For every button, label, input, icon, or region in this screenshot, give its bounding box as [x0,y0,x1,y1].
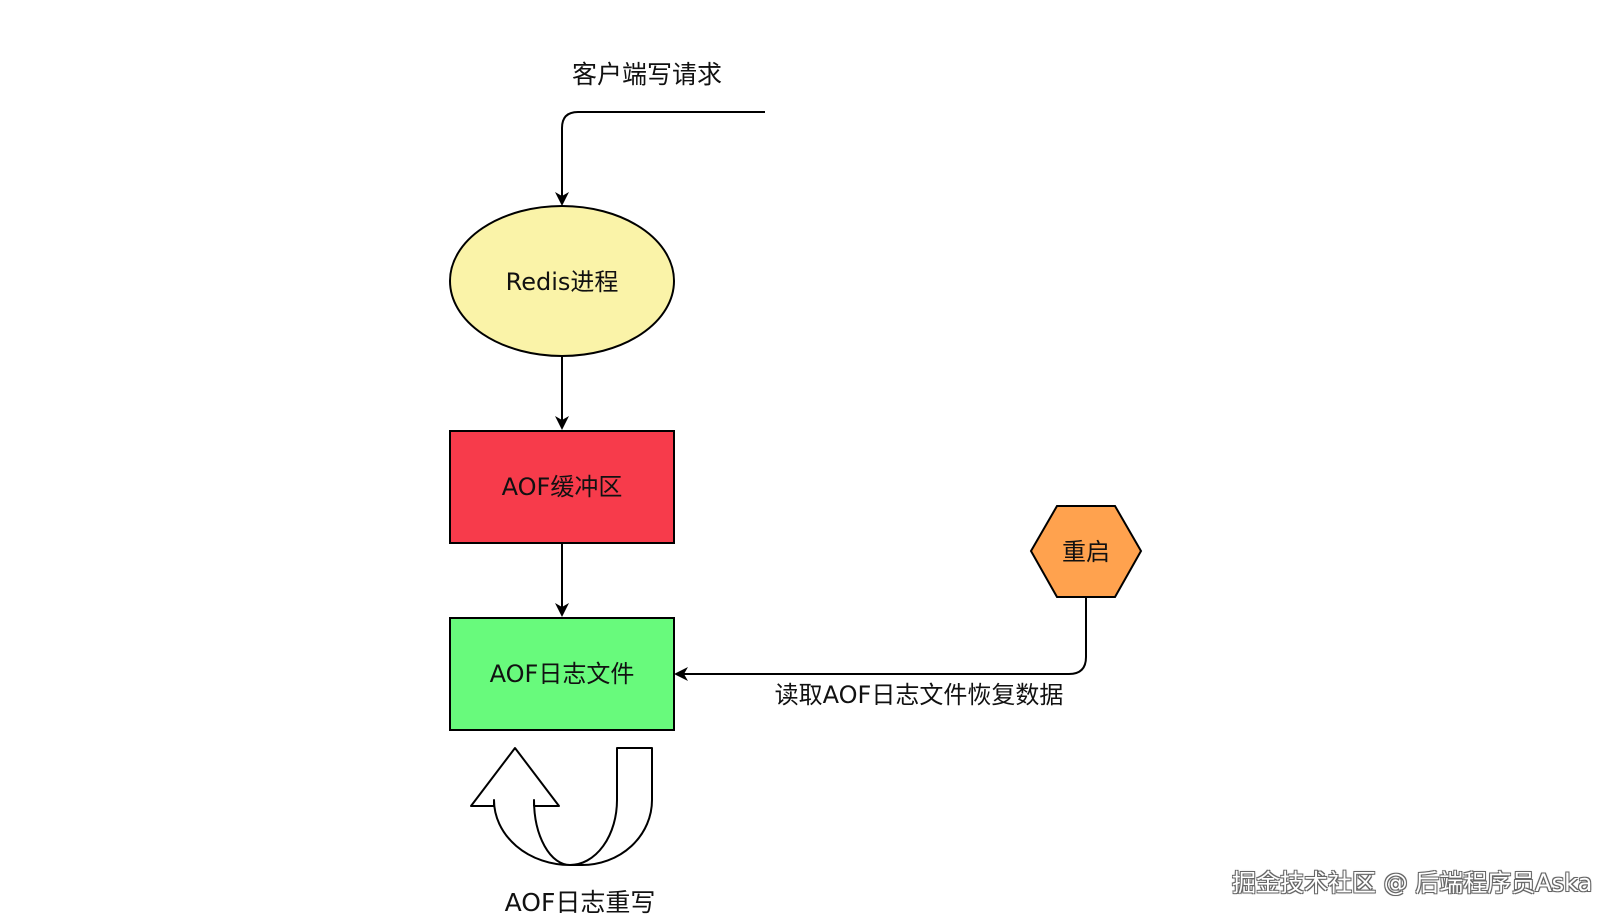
restart-node: 重启 [1029,505,1143,598]
redis-process-label: Redis进程 [506,268,619,296]
rewrite-uturn-arrow [470,747,653,866]
rewrite-label: AOF日志重写 [505,888,656,914]
edge-client-to-redis [555,111,765,206]
aof-file-rect [449,617,675,731]
aof-file-label: AOF日志文件 [490,660,635,688]
watermark: 掘金技术社区 @ 后端程序员Aska [1232,869,1593,897]
aof-buffer-label: AOF缓冲区 [502,473,623,501]
edge-restart-to-file [674,597,1087,681]
restart-label: 重启 [1062,538,1110,566]
client-write-label: 客户端写请求 [572,60,722,89]
restart-hexagon [1029,505,1143,598]
aof-buffer-node: AOF缓冲区 [449,430,675,544]
aof-file-node: AOF日志文件 [449,617,675,731]
aof-buffer-rect [449,430,675,544]
restore-edge-label: 读取AOF日志文件恢复数据 [775,681,1064,709]
redis-process-node: Redis进程 [449,205,675,357]
